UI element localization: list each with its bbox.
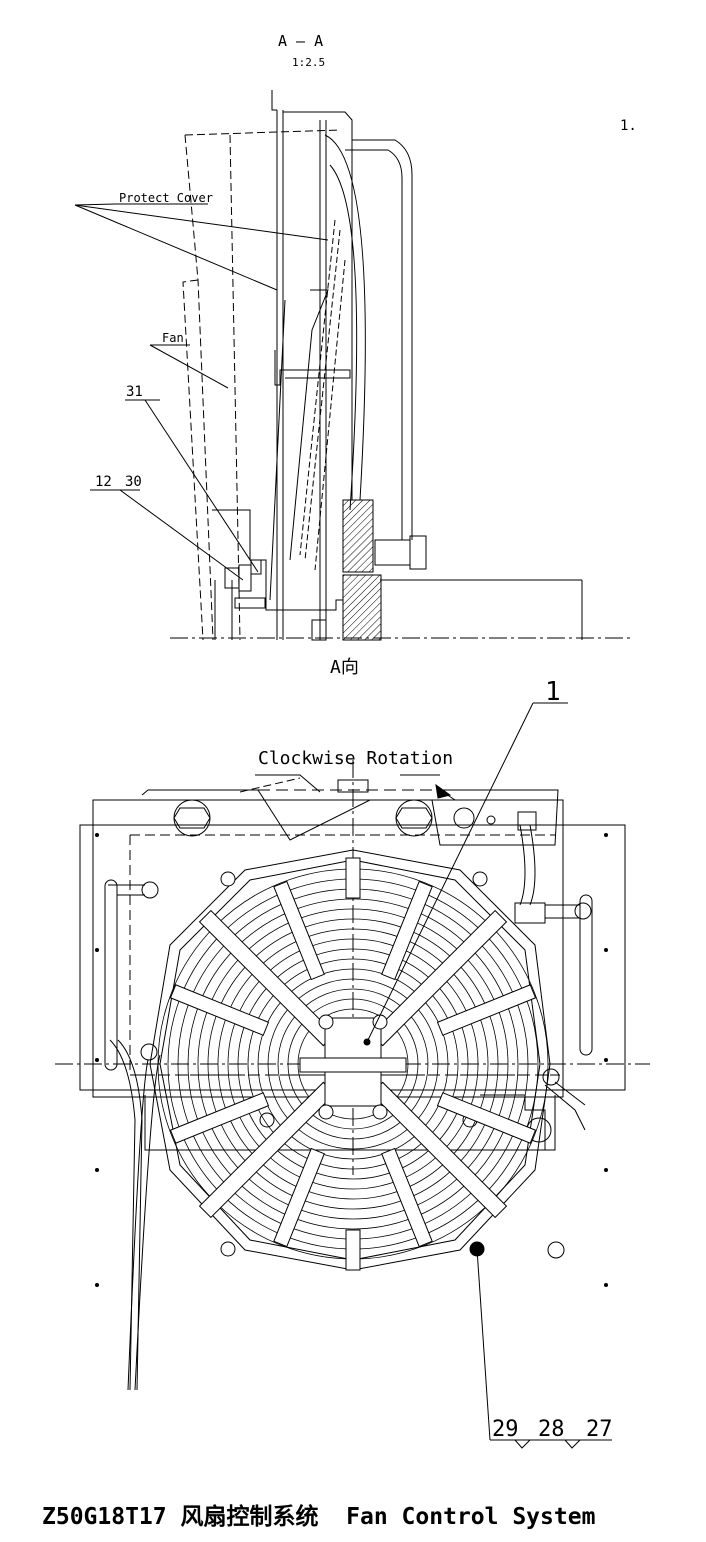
label-protect-cover: Protect Cover (119, 191, 213, 205)
sheet-number: 1. (620, 118, 637, 134)
view-direction: A向 (330, 657, 359, 678)
label-fan: Fan (162, 331, 184, 345)
balloon-28: 28 (538, 1417, 565, 1442)
section-title: A — A (278, 32, 323, 50)
balloon-31: 31 (126, 384, 143, 400)
balloon-12: 12 (95, 474, 112, 490)
balloon-27: 27 (586, 1417, 613, 1442)
drawing-title: Z50G18T17 风扇控制系统 Fan Control System (42, 1503, 595, 1530)
section-scale: 1:2.5 (292, 56, 325, 69)
balloon-29: 29 (492, 1417, 519, 1442)
rotation-note: Clockwise Rotation (258, 748, 453, 769)
front-view (55, 702, 650, 1449)
balloon-30: 30 (125, 474, 142, 490)
balloon-1: 1 (545, 677, 561, 707)
section-view: A — A 1:2.5 1. (74, 32, 637, 641)
